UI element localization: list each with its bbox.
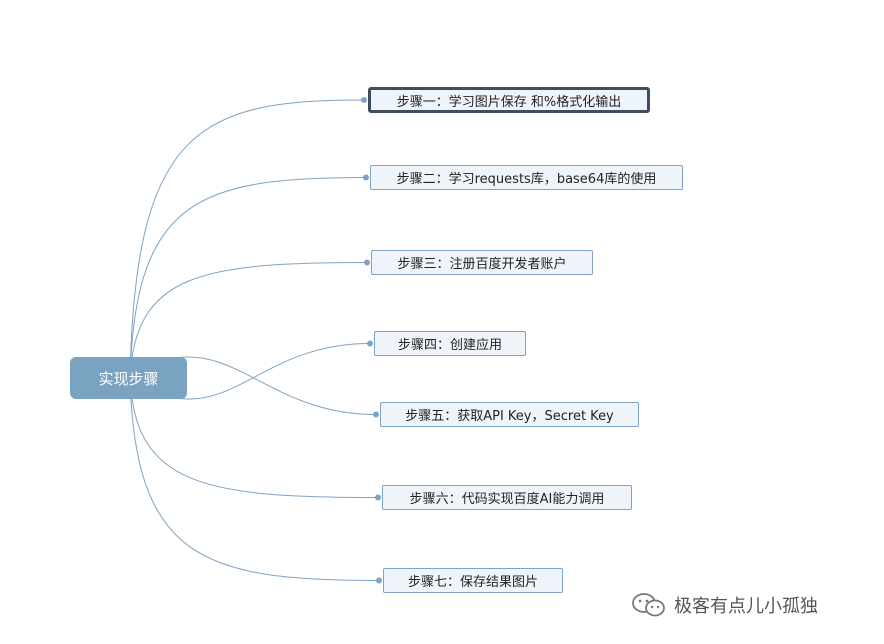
connector-line-6 [129, 377, 379, 498]
connector-line-2 [129, 177, 367, 379]
root-topic-label: 实现步骤 [98, 369, 159, 388]
root-topic[interactable]: 实现步骤 [70, 357, 187, 399]
connector-line-7 [129, 377, 380, 581]
step-node-5[interactable]: 步骤五：获取API Key，Secret Key [380, 402, 639, 427]
connector-dot-3 [364, 259, 370, 266]
step-node-1[interactable]: 步骤一：学习图片保存 和%格式化输出 [368, 87, 650, 113]
step-node-3-label: 步骤三：注册百度开发者账户 [397, 257, 567, 272]
connector-line-4 [174, 343, 371, 400]
connector-dot-4 [367, 340, 373, 347]
step-node-7-label: 步骤七：保存结果图片 [407, 575, 538, 590]
connector-dot-2 [363, 174, 369, 181]
connector-dot-7 [376, 577, 382, 584]
watermark-text: 极客有点儿小孤独 [674, 596, 818, 617]
connector-dot-5 [373, 411, 379, 418]
connector-dot-1 [361, 97, 367, 103]
step-node-6-label: 步骤六：代码实现百度AI能力调用 [409, 492, 605, 507]
step-node-3[interactable]: 步骤三：注册百度开发者账户 [371, 250, 593, 275]
connector-line-3 [129, 262, 368, 379]
step-node-5-label: 步骤五：获取API Key，Secret Key [405, 409, 614, 424]
step-node-2-label: 步骤二：学习requests库，base64库的使用 [396, 172, 657, 187]
watermark: 极客有点儿小孤独 [630, 592, 818, 618]
step-node-4[interactable]: 步骤四：创建应用 [374, 331, 526, 356]
connector-line-1 [129, 99, 365, 379]
connector-dot-6 [375, 494, 381, 501]
step-node-6[interactable]: 步骤六：代码实现百度AI能力调用 [382, 485, 632, 510]
step-node-2[interactable]: 步骤二：学习requests库，base64库的使用 [370, 165, 683, 190]
step-node-4-label: 步骤四：创建应用 [397, 338, 502, 353]
connector-line-5 [174, 356, 377, 415]
step-node-1-label: 步骤一：学习图片保存 和%格式化输出 [396, 94, 622, 110]
wechat-icon [632, 593, 665, 617]
step-node-7[interactable]: 步骤七：保存结果图片 [383, 568, 563, 593]
